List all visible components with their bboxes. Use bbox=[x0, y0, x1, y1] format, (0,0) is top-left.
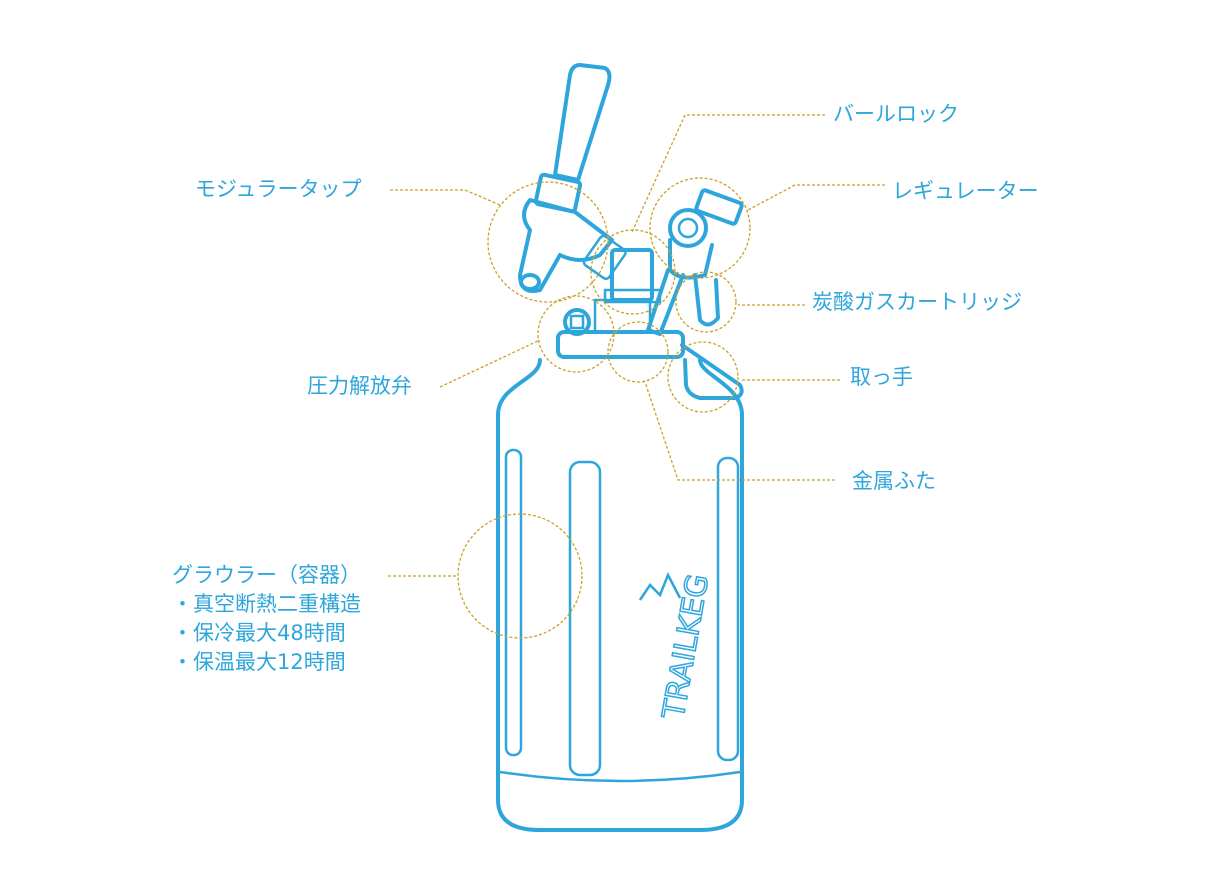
pressure-valve bbox=[563, 308, 591, 336]
label-handle: 取っ手 bbox=[850, 365, 913, 389]
trailkeg-logo: TRAILKEG bbox=[638, 571, 717, 723]
label-pressure-valve: 圧力解放弁 bbox=[307, 374, 412, 398]
co2-cartridge bbox=[646, 268, 685, 336]
regulator bbox=[668, 188, 744, 327]
handle bbox=[680, 343, 744, 400]
leader-lines bbox=[388, 114, 885, 639]
growler-feature: ・保冷最大48時間 bbox=[172, 621, 346, 645]
logo-text: TRAILKEG bbox=[656, 572, 716, 723]
label-growler: グラウラー（容器） ・真空断熱二重構造 ・保冷最大48時間 ・保温最大12時間 bbox=[172, 561, 361, 677]
label-modular-tap: モジュラータップ bbox=[195, 177, 362, 201]
label-co2-cartridge: 炭酸ガスカートリッジ bbox=[812, 290, 1022, 314]
growler-feature: ・真空断熱二重構造 bbox=[172, 592, 361, 616]
label-barrel-lock: バールロック bbox=[833, 102, 959, 126]
barrel-lock bbox=[603, 248, 662, 304]
growler-title: グラウラー（容器） bbox=[172, 563, 361, 587]
label-regulator: レギュレーター bbox=[892, 179, 1039, 203]
modular-tap bbox=[518, 63, 627, 293]
label-metal-lid: 金属ふた bbox=[852, 469, 936, 493]
growler-feature: ・保温最大12時間 bbox=[172, 650, 346, 674]
